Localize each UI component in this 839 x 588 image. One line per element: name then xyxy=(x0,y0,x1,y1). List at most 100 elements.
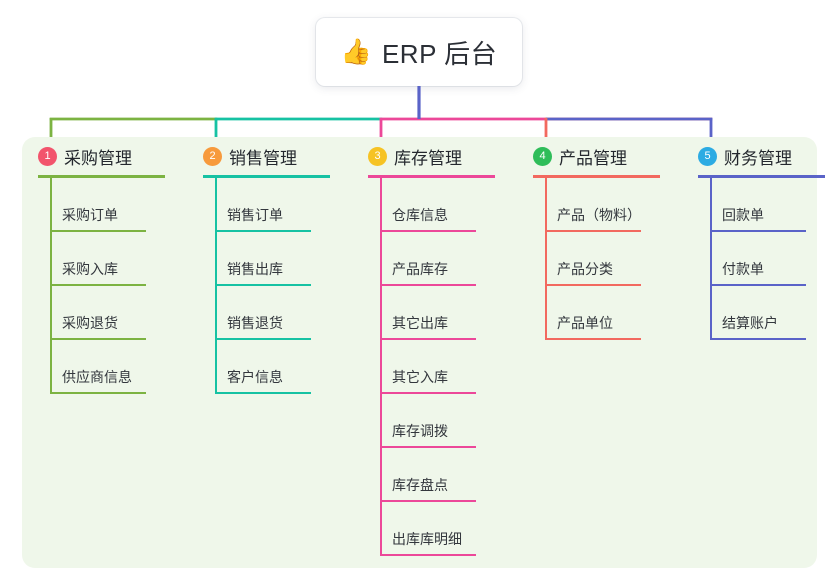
branch-item-underline xyxy=(545,338,641,340)
branch-item[interactable]: 销售退货 xyxy=(187,286,351,340)
branch-item-label: 销售退货 xyxy=(227,315,283,331)
branch-columns: 1 采购管理采购订单采购入库采购退货供应商信息 2 销售管理销售订单销售出库销售退货客… xyxy=(22,137,825,568)
branch-item-underline xyxy=(50,230,146,232)
branch-number-badge: 1 xyxy=(38,146,57,166)
branch-title: 产品管理 xyxy=(559,148,627,168)
branch-number-badge: 4 xyxy=(533,146,552,166)
branch-item-label: 产品分类 xyxy=(557,261,613,277)
branch-item[interactable]: 其它入库 xyxy=(352,340,516,394)
branch-item-underline xyxy=(50,338,146,340)
root-node[interactable]: 👍 ERP 后台 xyxy=(316,18,522,86)
branch-number-badge: 2 xyxy=(203,146,222,166)
branch-item[interactable]: 付款单 xyxy=(682,232,839,286)
branch-item-label: 其它入库 xyxy=(392,369,448,385)
branch-number-badge: 5 xyxy=(698,146,717,166)
branch-item-label: 回款单 xyxy=(722,207,764,223)
branch-item-label: 仓库信息 xyxy=(392,207,448,223)
branch-stem xyxy=(545,177,547,339)
branch-item-underline xyxy=(545,230,641,232)
branch-item-underline xyxy=(380,230,476,232)
branch-item-label: 产品单位 xyxy=(557,315,613,331)
branch-stem xyxy=(710,177,712,339)
branch-item-underline xyxy=(710,284,806,286)
branch-item[interactable]: 仓库信息 xyxy=(352,178,516,232)
branch-item-label: 客户信息 xyxy=(227,369,283,385)
branch-item[interactable]: 采购退货 xyxy=(22,286,186,340)
branch-title: 财务管理 xyxy=(724,148,792,168)
branch-stem xyxy=(380,177,382,555)
branch-item-underline xyxy=(545,284,641,286)
branch-item-underline xyxy=(380,500,476,502)
branch-item[interactable]: 采购入库 xyxy=(22,232,186,286)
branch-item-label: 产品库存 xyxy=(392,261,448,277)
branch-header-销售管理[interactable]: 2 销售管理 xyxy=(187,137,351,175)
branch-item-label: 采购退货 xyxy=(62,315,118,331)
branch-item-label: 产品（物料） xyxy=(557,207,641,223)
branch-item[interactable]: 结算账户 xyxy=(682,286,839,340)
branch-item-underline xyxy=(380,392,476,394)
branch-item-underline xyxy=(710,230,806,232)
branch-header-产品管理[interactable]: 4 产品管理 xyxy=(517,137,681,175)
branch-header-库存管理[interactable]: 3 库存管理 xyxy=(352,137,516,175)
branch-header-采购管理[interactable]: 1 采购管理 xyxy=(22,137,186,175)
branch-column-库存管理: 3 库存管理仓库信息产品库存其它出库其它入库库存调拨库存盘点出库库明细 xyxy=(352,137,516,556)
branch-title: 销售管理 xyxy=(229,148,297,168)
branch-item-underline xyxy=(380,338,476,340)
branch-item[interactable]: 销售出库 xyxy=(187,232,351,286)
branch-column-销售管理: 2 销售管理销售订单销售出库销售退货客户信息 xyxy=(187,137,351,394)
branch-item-list: 产品（物料） 产品分类产品单位 xyxy=(517,178,681,340)
branch-item[interactable]: 采购订单 xyxy=(22,178,186,232)
branch-column-产品管理: 4 产品管理产品（物料） 产品分类产品单位 xyxy=(517,137,681,340)
branch-underline xyxy=(698,175,825,178)
branch-item-label: 出库库明细 xyxy=(392,531,462,547)
thumbs-up-emoji: 👍 xyxy=(340,37,372,66)
branch-item[interactable]: 出库库明细 xyxy=(352,502,516,556)
branch-item-list: 回款单付款单结算账户 xyxy=(682,178,839,340)
branch-item-label: 销售出库 xyxy=(227,261,283,277)
branch-item-underline xyxy=(50,392,146,394)
branch-item[interactable]: 库存调拨 xyxy=(352,394,516,448)
branch-underline xyxy=(533,175,660,178)
branch-header-财务管理[interactable]: 5 财务管理 xyxy=(682,137,839,175)
branch-item-underline xyxy=(215,284,311,286)
branch-item-label: 其它出库 xyxy=(392,315,448,331)
branch-item-underline xyxy=(215,392,311,394)
branch-item-label: 库存盘点 xyxy=(392,477,448,493)
branch-column-财务管理: 5 财务管理回款单付款单结算账户 xyxy=(682,137,839,340)
branch-underline xyxy=(203,175,330,178)
branch-number-badge: 3 xyxy=(368,146,387,166)
branch-item-underline xyxy=(215,230,311,232)
branch-item-list: 销售订单销售出库销售退货客户信息 xyxy=(187,178,351,394)
branch-item-label: 库存调拨 xyxy=(392,423,448,439)
branch-item-underline xyxy=(710,338,806,340)
branch-item[interactable]: 其它出库 xyxy=(352,286,516,340)
branch-title: 采购管理 xyxy=(64,148,132,168)
branch-item-label: 采购订单 xyxy=(62,207,118,223)
branch-item[interactable]: 库存盘点 xyxy=(352,448,516,502)
branch-item[interactable]: 产品（物料） xyxy=(517,178,681,232)
branch-item-list: 仓库信息产品库存其它出库其它入库库存调拨库存盘点出库库明细 xyxy=(352,178,516,556)
branch-item-label: 结算账户 xyxy=(722,315,778,331)
branch-item-label: 销售订单 xyxy=(227,207,283,223)
branch-item-label: 付款单 xyxy=(722,261,764,277)
branch-item-underline xyxy=(380,284,476,286)
branch-item[interactable]: 产品分类 xyxy=(517,232,681,286)
branch-title: 库存管理 xyxy=(394,148,462,168)
branch-item-underline xyxy=(380,446,476,448)
branches-panel xyxy=(22,137,817,568)
branch-item[interactable]: 供应商信息 xyxy=(22,340,186,394)
branch-item[interactable]: 销售订单 xyxy=(187,178,351,232)
branch-item-list: 采购订单采购入库采购退货供应商信息 xyxy=(22,178,186,394)
branch-item-underline xyxy=(380,554,476,556)
branch-item-label: 供应商信息 xyxy=(62,369,132,385)
root-node-label: ERP 后台 xyxy=(381,38,498,69)
branch-underline xyxy=(38,175,165,178)
branch-item[interactable]: 回款单 xyxy=(682,178,839,232)
branch-underline xyxy=(368,175,495,178)
branch-item-underline xyxy=(215,338,311,340)
branch-item[interactable]: 客户信息 xyxy=(187,340,351,394)
branch-item-label: 采购入库 xyxy=(62,261,118,277)
branch-item[interactable]: 产品单位 xyxy=(517,286,681,340)
branch-item-underline xyxy=(50,284,146,286)
branch-item[interactable]: 产品库存 xyxy=(352,232,516,286)
